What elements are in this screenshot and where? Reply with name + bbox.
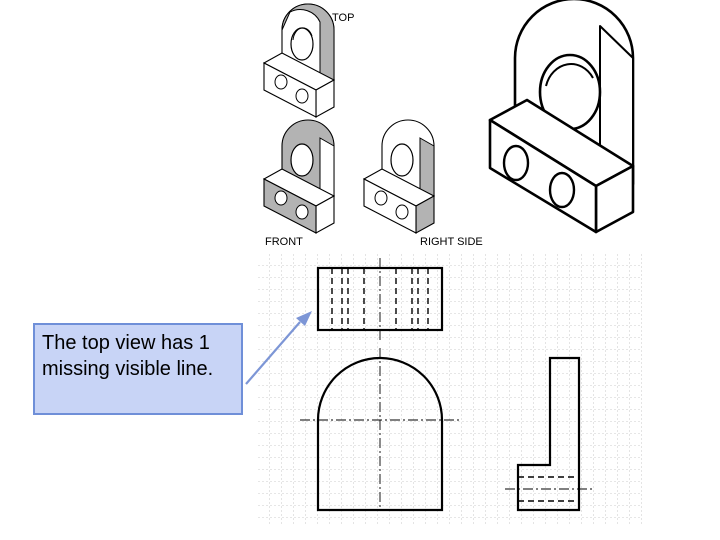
ortho-front-view [300,348,460,512]
callout-arrowhead [296,311,312,326]
label-top: TOP [332,12,354,24]
label-front: FRONT [265,236,303,248]
ortho-right-side-view [505,356,595,512]
grid-paper [258,254,642,526]
ortho-top-view [316,258,444,340]
iso-view-large [488,0,635,234]
iso-view-front [263,119,335,234]
label-right-side: RIGHT SIDE [420,236,483,248]
iso-view-right-side [363,119,435,234]
callout-pointer [245,321,301,385]
iso-view-top [263,3,335,118]
callout-box: The top view has 1 missing visible line. [33,323,243,415]
